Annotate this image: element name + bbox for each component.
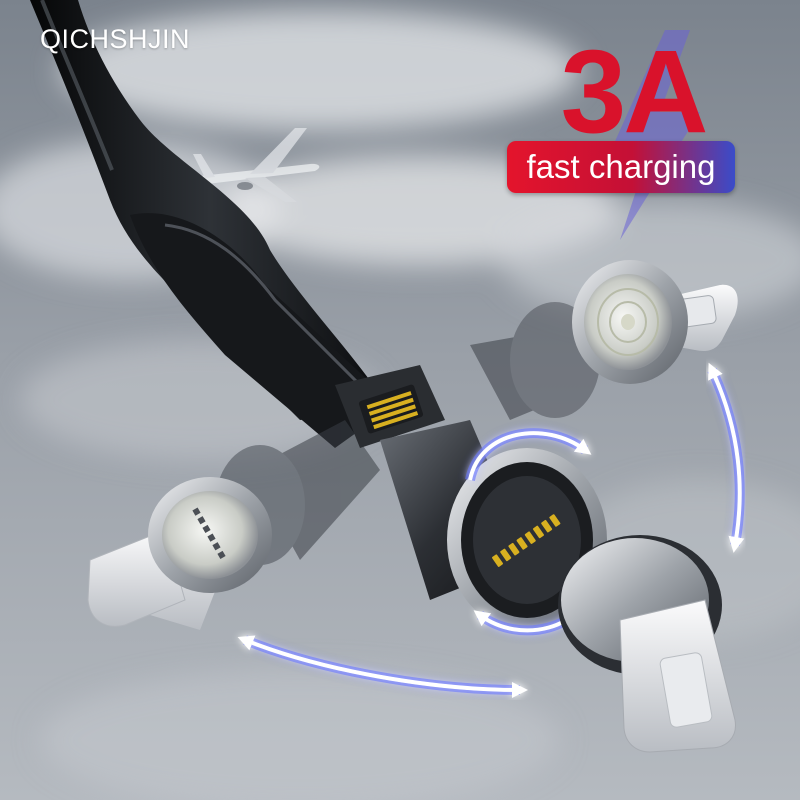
lightning-tip-icon: [558, 535, 736, 753]
tagline-text: fast charging: [526, 148, 716, 185]
amperage-label: 3A: [560, 26, 709, 158]
lightning-tip-icon: [87, 477, 272, 630]
cable-icon: [30, 0, 395, 448]
swing-arrow-horizontal: [237, 635, 528, 698]
bolt-icon: [612, 30, 700, 240]
usb-c-tip-icon: [572, 260, 738, 384]
usb-plug: [335, 365, 445, 448]
airplane-icon: [193, 128, 320, 202]
tagline-badge: fast charging: [507, 141, 735, 193]
brand-logo: QICHSHJIN: [40, 24, 191, 54]
swing-arrow-vertical: [707, 362, 745, 553]
